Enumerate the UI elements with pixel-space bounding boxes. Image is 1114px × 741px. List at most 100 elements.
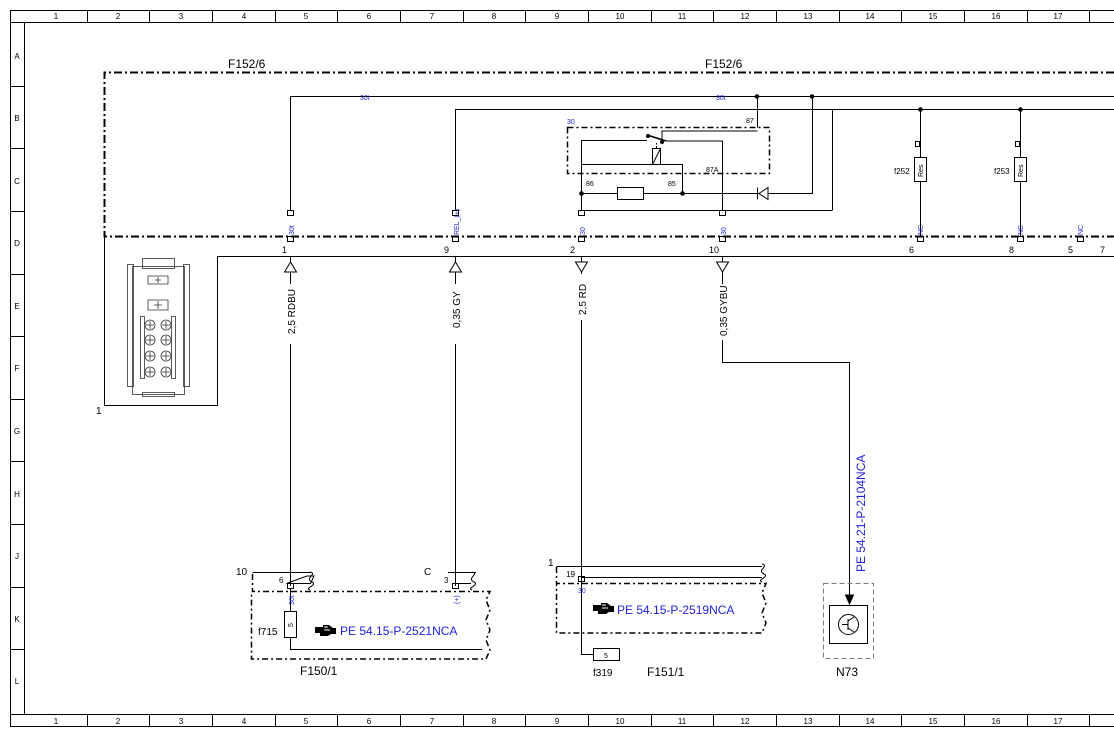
pin-number-6: 6 [909,245,914,255]
pin-number-8: 8 [1009,245,1014,255]
col-label: 14 [866,717,875,726]
wire-label-w4: 0,35 GYBU [719,285,730,336]
relay [568,97,833,211]
relay-terminal-86: 86 [586,181,594,188]
f151-conn: 1 [548,558,554,569]
col-label: 11 [678,717,687,726]
f150-sig-b: (+) [454,595,461,604]
module-label-n73: N73 [836,665,858,679]
pin-signal-9: REL_(+) [454,209,461,235]
module-label-f152-6-center: F152/6 [705,57,743,71]
pin-number-5: 5 [1068,245,1073,255]
rail-30t [291,95,1114,210]
pin-signal-6: NC [918,225,925,235]
fuse-label-f319: f319 [593,668,613,679]
pointer-hand-icon [315,625,336,636]
fuse-label-f253: f253 [994,167,1010,176]
f150-conn: 10 [236,567,248,578]
col-label: 7 [430,12,435,21]
column-dividers [88,10,1090,727]
wire-label-w3: 2,5 RD [578,284,589,315]
f150-pin-b: 3 [444,576,449,585]
col-label: 6 [367,12,372,21]
pin-number-1: 1 [282,245,287,255]
pin-signal-8: NC [1018,225,1025,235]
fuse-body-f715: 5 [288,623,295,627]
col-label: 13 [804,12,813,21]
ref-link-2521[interactable]: PE 54.15-P-2521NCA [340,624,457,638]
connector-drawing [128,259,190,397]
pin-number-2: 2 [570,245,575,255]
col-label: 10 [616,12,625,21]
relay-terminal-30: 30 [567,119,575,126]
fuse-label-f252: f252 [894,167,910,176]
module-f150-1 [252,572,491,659]
col-label: 5 [304,717,309,726]
connector-ref: 1 [96,406,102,417]
fuse-body-f253: Res [1018,164,1025,177]
rel-line [456,110,1114,211]
relay-terminal-87: 87 [746,118,754,125]
col-label: 1 [54,12,59,21]
col-label: 12 [741,12,750,21]
connector-1 [105,237,1114,406]
row-label: L [15,677,20,686]
pin-signals: 30t REL_(+) 30 30 NC NC NC [289,209,1085,235]
wires [285,256,854,604]
column-labels: 1 2 3 4 5 6 7 8 9 10 11 12 13 14 15 16 1… [54,12,1063,726]
col-label: 12 [741,717,750,726]
col-label: 10 [616,717,625,726]
rail-label-left: 30t [360,95,370,102]
row-label: J [15,552,19,561]
wire-label-w1: 2,5 RDBU [287,289,298,334]
col-label: 8 [492,12,497,21]
fuse-label-f715: f715 [258,627,278,638]
col-label: 5 [304,12,309,21]
pin-number-9: 9 [444,245,449,255]
pin-signal-10: 30 [721,227,728,235]
pin-numbers: 1 9 2 10 6 8 5 7 [282,245,1105,255]
module-label-f151-1: F151/1 [647,665,685,679]
module-f152-6 [105,73,1114,237]
fuse-body-f319: 5 [604,653,608,660]
col-label: 1 [54,717,59,726]
col-label: 15 [929,12,938,21]
col-label: 17 [1054,717,1063,726]
row-label: E [14,302,19,311]
row-label: D [14,239,20,248]
col-label: 2 [116,717,121,726]
col-label: 11 [678,12,687,21]
f151-pin: 19 [566,570,575,579]
row-label: F [15,364,20,373]
col-label: 4 [242,717,247,726]
pin-number-10: 10 [709,245,719,255]
pin-number-7: 7 [1100,245,1105,255]
pin-signal-1: 30t [289,225,296,235]
pin-signal-2: 30 [580,227,587,235]
f151-sig: 30 [578,588,586,595]
col-label: 16 [992,717,1001,726]
col-label: 8 [492,717,497,726]
module-label-f152-6-left: F152/6 [228,57,266,71]
ref-link-2519[interactable]: PE 54.15-P-2519NCA [617,603,734,617]
col-label: 3 [179,717,184,726]
pin-signal-5: NC [1078,225,1085,235]
col-label: 4 [242,12,247,21]
relay-terminal-87a: 87A [706,167,719,174]
row-label: G [14,427,20,436]
col-label: 7 [430,717,435,726]
pointer-hand-icon [593,603,614,614]
f150-sig-a: 30t [289,595,296,605]
f150-conn-c: C [424,567,431,578]
module-label-f150-1: F150/1 [300,664,338,678]
col-label: 3 [179,12,184,21]
col-label: 14 [866,12,875,21]
col-label: 9 [555,12,560,21]
ref-link-2104[interactable]: PE 54.21-P-2104NCA [854,455,868,572]
wire-label-w2: 0,35 GY [452,291,463,328]
row-label: A [14,52,20,61]
col-label: 16 [992,12,1001,21]
rail-label-right: 30t [716,95,726,102]
col-label: 17 [1054,12,1063,21]
